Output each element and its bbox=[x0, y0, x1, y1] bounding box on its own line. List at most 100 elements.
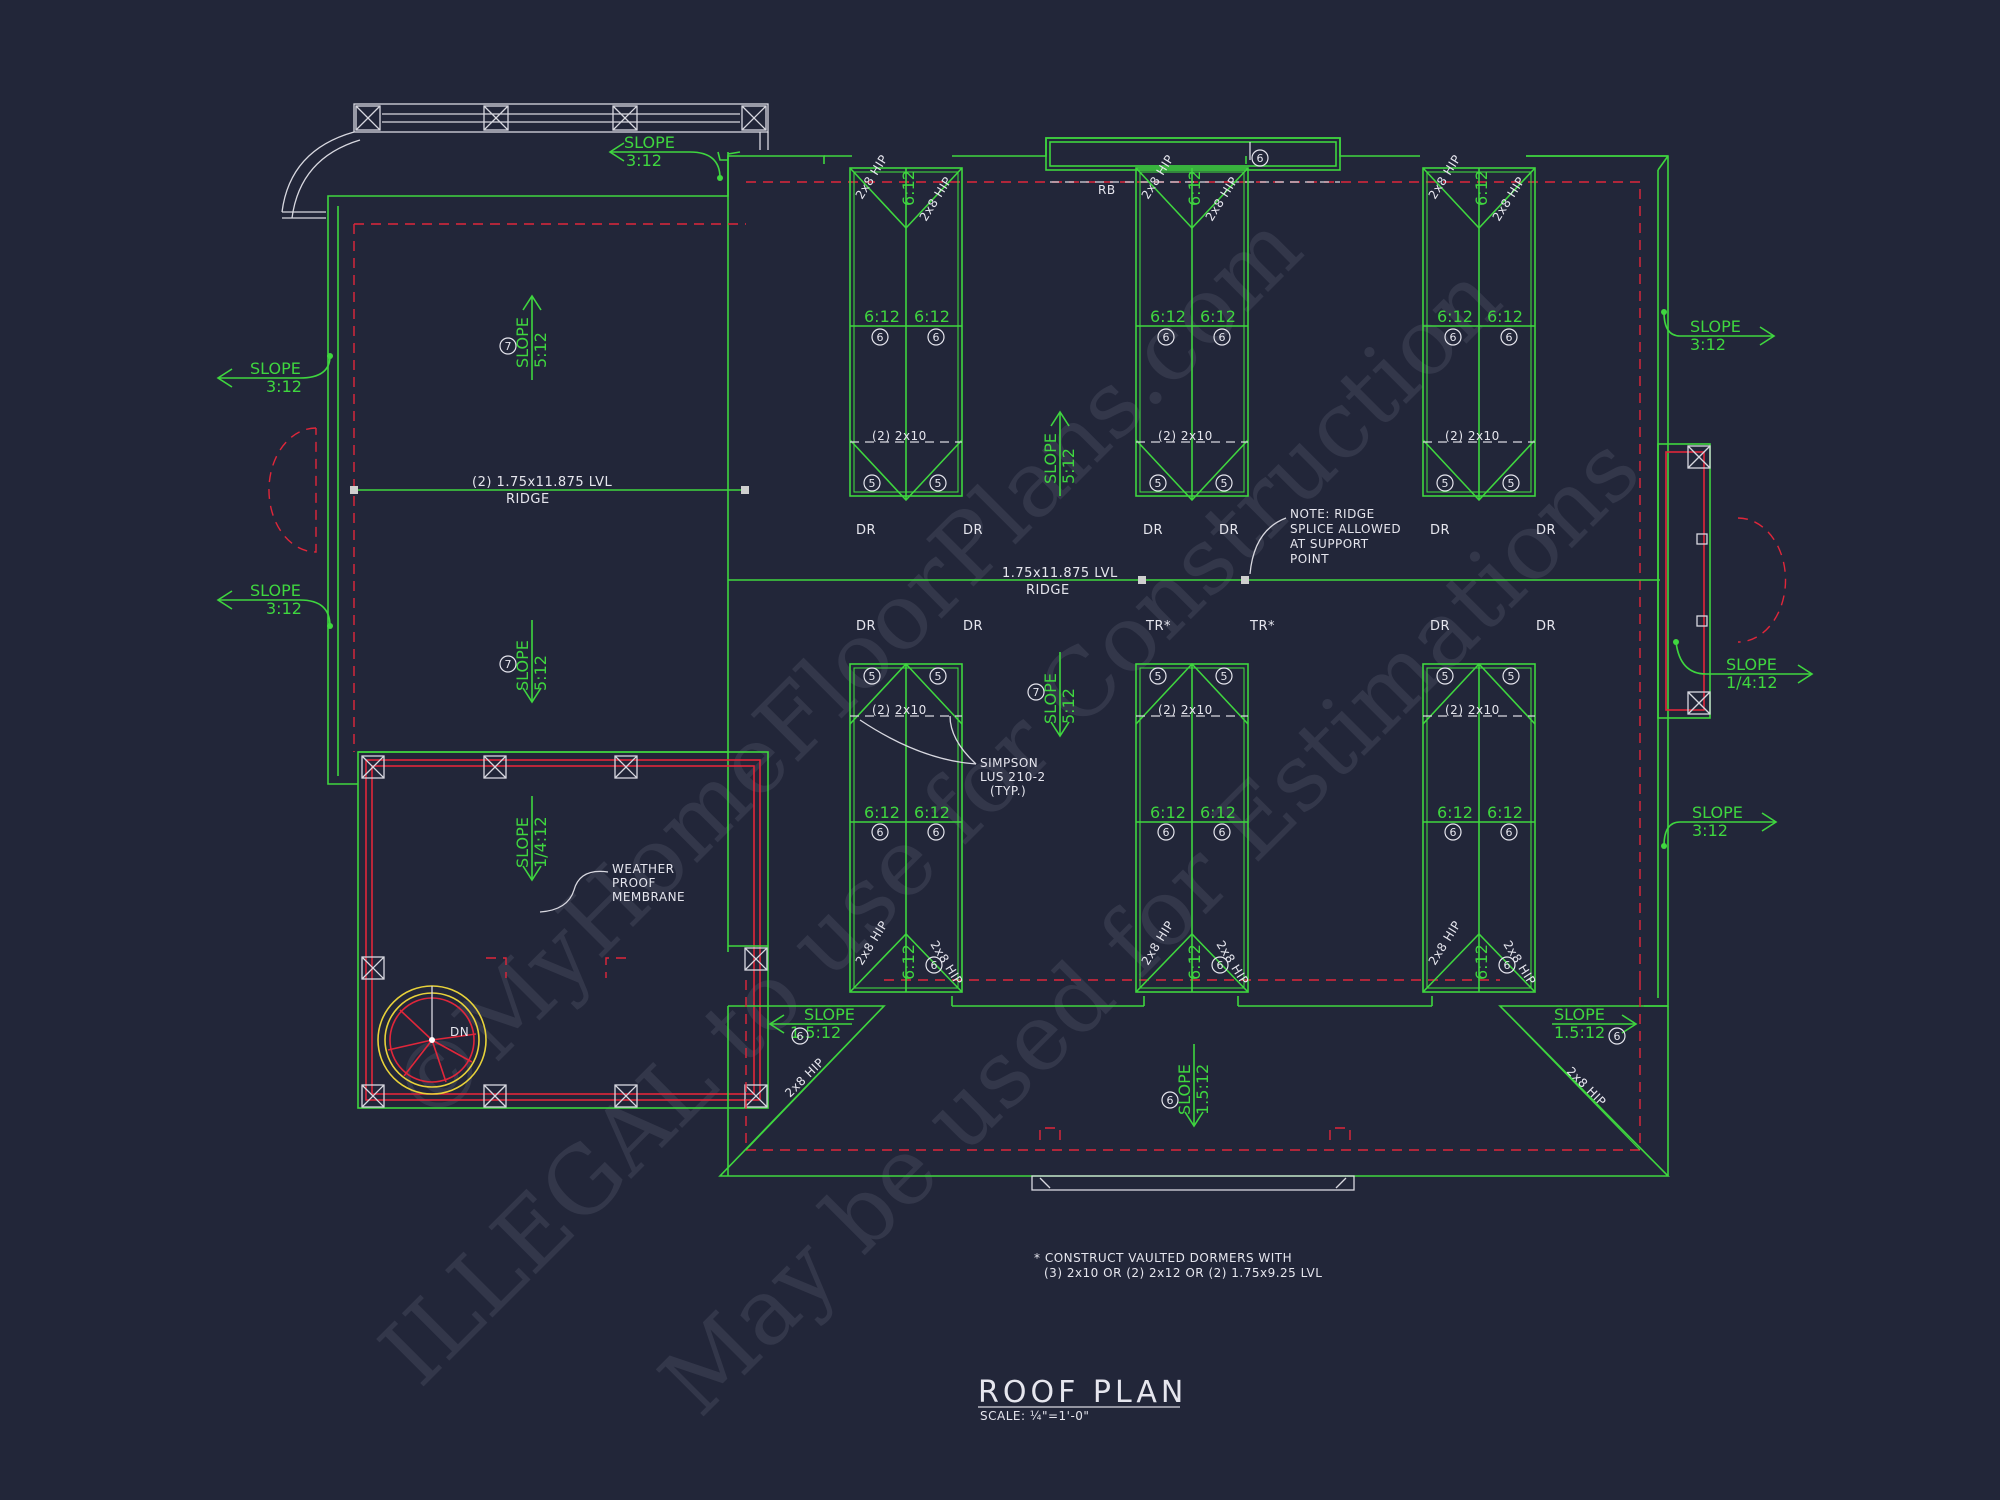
section-tag-number: 6 bbox=[1217, 959, 1224, 972]
section-tag-number: 5 bbox=[1442, 670, 1449, 683]
slope-ratio: 5:12 bbox=[1059, 688, 1078, 724]
slope-label: SLOPE bbox=[1726, 655, 1777, 674]
section-tag-number: 6 bbox=[1219, 331, 1226, 344]
dormer-valley bbox=[1135, 439, 1249, 502]
slope-ratio: 6:12 bbox=[1487, 803, 1523, 822]
section-tag-icon bbox=[1608, 1027, 1626, 1045]
slope-dot bbox=[1661, 309, 1667, 315]
header-label: (2) 2x10 bbox=[1445, 703, 1500, 717]
dormer-valley bbox=[1422, 439, 1536, 502]
tr-label: TR* bbox=[1145, 619, 1171, 634]
slope-arrow-head-icon bbox=[1184, 1111, 1204, 1128]
section-tag-icon bbox=[1161, 1091, 1179, 1109]
slope-dot bbox=[1661, 843, 1667, 849]
slope-ratio: 6:12 bbox=[864, 307, 900, 326]
section-tag-icon bbox=[499, 337, 517, 355]
main-house bbox=[717, 137, 1787, 1191]
header-label: (2) 2x10 bbox=[872, 429, 927, 443]
section-tag-number: 6 bbox=[931, 959, 938, 972]
slope-arrow-head-icon bbox=[608, 142, 625, 162]
section-tag-icon bbox=[1502, 667, 1520, 685]
section-tag-number: 6 bbox=[1257, 152, 1264, 165]
dr-label: DR bbox=[1536, 523, 1556, 538]
slope-ratio: 6:12 bbox=[1472, 944, 1491, 980]
section-tag-icon bbox=[1213, 823, 1231, 841]
dr-label: DR bbox=[856, 619, 876, 634]
section-tag-icon bbox=[1157, 328, 1175, 346]
simpson-line-2: LUS 210-2 bbox=[980, 770, 1046, 784]
slope-ratio: 5:12 bbox=[531, 332, 550, 368]
section-tag-icon bbox=[871, 328, 889, 346]
slope-ratio: 1.5:12 bbox=[790, 1023, 841, 1042]
dr-label: DR bbox=[1143, 523, 1163, 538]
ridge-note-line-3: AT SUPPORT bbox=[1290, 537, 1369, 551]
section-tag-icon bbox=[863, 667, 881, 685]
slope-arrow-head-icon bbox=[522, 865, 542, 882]
section-tag-icon bbox=[1436, 474, 1454, 492]
section-tag-number: 6 bbox=[877, 331, 884, 344]
dr-label: DR bbox=[1219, 523, 1239, 538]
slope-ratio: 6:12 bbox=[1437, 803, 1473, 822]
slope-ratio: 6:12 bbox=[1150, 803, 1186, 822]
rb-label: RB bbox=[1098, 183, 1116, 197]
section-tag-icon bbox=[1500, 328, 1518, 346]
slope-ratio: 6:12 bbox=[1200, 307, 1236, 326]
section-tag-number: 6 bbox=[1450, 331, 1457, 344]
dormer-valley bbox=[849, 439, 963, 502]
section-tag-number: 5 bbox=[935, 670, 942, 683]
slope-ratio: 6:12 bbox=[899, 944, 918, 980]
section-tag-icon bbox=[1444, 328, 1462, 346]
section-tag-icon bbox=[1213, 328, 1231, 346]
ridge-note-line-4: POINT bbox=[1290, 552, 1329, 566]
slope-label: SLOPE bbox=[513, 640, 532, 691]
header-label: (2) 2x10 bbox=[872, 703, 927, 717]
section-tag-icon bbox=[929, 667, 947, 685]
slope-ratio: 6:12 bbox=[1185, 944, 1204, 980]
membrane-line-1: WEATHER bbox=[612, 862, 675, 876]
top-balcony bbox=[281, 103, 769, 219]
section-tag-number: 6 bbox=[1504, 959, 1511, 972]
footnote-line-2: (3) 2x10 OR (2) 2x12 OR (2) 1.75x9.25 LV… bbox=[1044, 1266, 1322, 1280]
slope-ratio: 5:12 bbox=[531, 655, 550, 691]
section-tag-icon bbox=[871, 823, 889, 841]
membrane-line-2: PROOF bbox=[612, 876, 656, 890]
slope-label: SLOPE bbox=[1692, 803, 1743, 822]
section-tag-number: 6 bbox=[1450, 826, 1457, 839]
slope-label: SLOPE bbox=[1554, 1005, 1605, 1024]
dr-label: DR bbox=[1536, 619, 1556, 634]
main-ridge-beam-label: 1.75x11.875 LVL bbox=[1002, 566, 1118, 581]
section-tag-number: 6 bbox=[1219, 826, 1226, 839]
section-tag-number: 5 bbox=[1221, 670, 1228, 683]
section-tag-number: 6 bbox=[933, 331, 940, 344]
section-tag-number: 7 bbox=[1033, 686, 1040, 699]
section-tag-number: 6 bbox=[933, 826, 940, 839]
section-tag-number: 5 bbox=[1442, 477, 1449, 490]
header-label: (2) 2x10 bbox=[1158, 429, 1213, 443]
section-tag-icon bbox=[791, 1027, 809, 1045]
slope-arrow-head-icon bbox=[1050, 410, 1070, 427]
section-tag-icon bbox=[925, 956, 943, 974]
deck: DN bbox=[357, 751, 769, 1109]
slope-label: SLOPE bbox=[624, 133, 675, 152]
section-tag-number: 6 bbox=[1163, 826, 1170, 839]
section-tag-icon bbox=[1149, 474, 1167, 492]
slope-dot bbox=[327, 623, 333, 629]
section-tag-number: 6 bbox=[1163, 331, 1170, 344]
section-tag-number: 7 bbox=[505, 658, 512, 671]
section-tag-number: 5 bbox=[1508, 670, 1515, 683]
slope-ratio: 1/4:12 bbox=[1726, 673, 1778, 692]
slope-leader bbox=[299, 599, 331, 627]
ridge-note-line-2: SPLICE ALLOWED bbox=[1290, 522, 1401, 536]
section-tag-icon bbox=[927, 823, 945, 841]
dr-label: DR bbox=[963, 619, 983, 634]
slope-arrow-head-icon bbox=[1050, 721, 1070, 738]
section-tag-number: 5 bbox=[869, 670, 876, 683]
stair-dn-label: DN bbox=[450, 1025, 469, 1039]
slope-label: SLOPE bbox=[804, 1005, 855, 1024]
slope-label: SLOPE bbox=[513, 817, 532, 868]
dr-label: DR bbox=[1430, 619, 1450, 634]
section-tag-number: 5 bbox=[935, 477, 942, 490]
slope-ratio: 5:12 bbox=[1059, 448, 1078, 484]
slope-arrow-head-icon bbox=[1761, 812, 1778, 832]
slope-arrow-head-icon bbox=[216, 368, 233, 388]
